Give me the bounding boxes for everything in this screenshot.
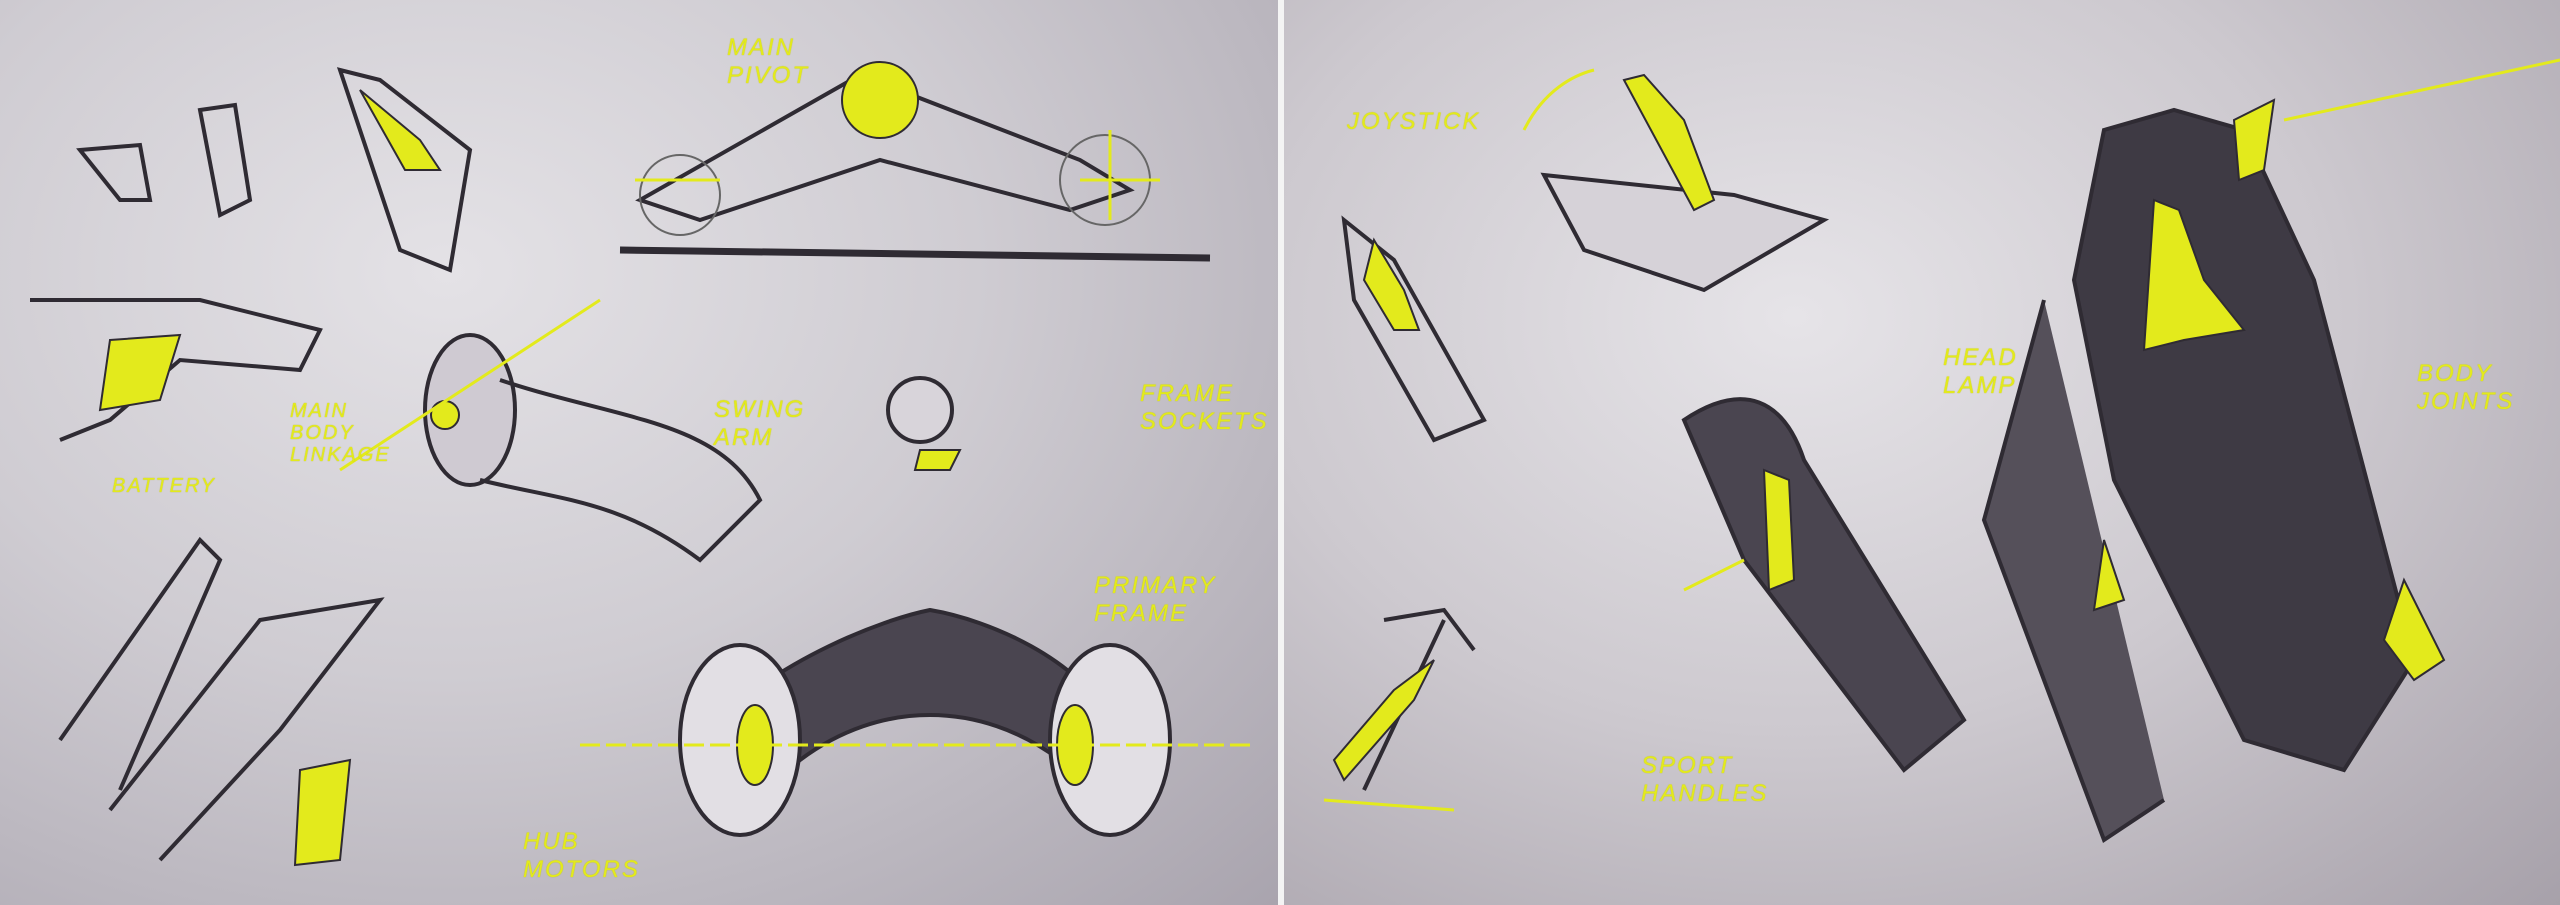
label-head-lamp: Head Lamp: [1943, 344, 2018, 399]
right-sketch-sheet: Joystick Head Lamp Body Joints Sport Han…: [1284, 0, 2560, 905]
label-sport-handles: Sport Handles: [1641, 752, 1769, 807]
battery-highlight: [98, 333, 182, 412]
joystick-arm: [1341, 215, 1487, 443]
label-body-joints: Body Joints: [2417, 360, 2515, 415]
label-main-body-linkage: Main body linkage: [290, 400, 391, 466]
label-battery: Battery: [112, 475, 217, 497]
handle-body: [1681, 397, 1967, 773]
label-primary-frame: Primary Frame: [1094, 572, 1217, 627]
main-pivot-highlight: [841, 61, 919, 139]
primary-frame: [716, 607, 1113, 763]
part-sketch: [76, 142, 153, 202]
joystick-lever: [1622, 73, 1716, 212]
part-sketch: [336, 67, 473, 273]
label-swing-arm: Swing Arm: [714, 396, 806, 451]
head-lamp: [2142, 198, 2246, 352]
sheet-divider: [1278, 0, 1284, 905]
left-sketch-sheet: Main Pivot Main body linkage Swing Arm F…: [0, 0, 1278, 905]
label-hub-motors: Hub Motors: [523, 828, 640, 883]
swing-arm-hub: [423, 333, 517, 487]
right-sketches: [1323, 58, 2560, 844]
label-main-pivot: Main Pivot: [727, 34, 810, 89]
hub-motor-right: [1048, 643, 1172, 837]
label-frame-sockets: Frame Sockets: [1140, 380, 1269, 435]
left-sketches: [30, 61, 1250, 867]
part-sketch: [197, 102, 253, 218]
battery-frame: [30, 298, 323, 442]
label-joystick: Joystick: [1347, 108, 1481, 135]
frame-socket-hub: [886, 376, 954, 444]
sport-handle: [1762, 468, 1796, 592]
